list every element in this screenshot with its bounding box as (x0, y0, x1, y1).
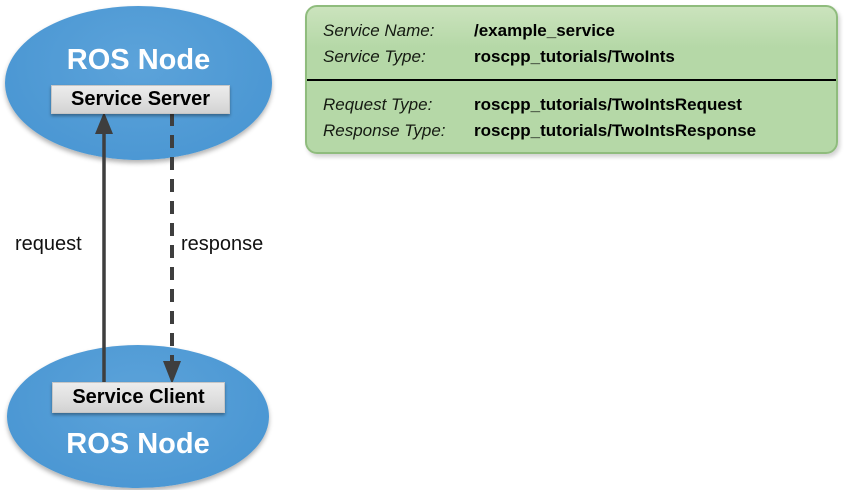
request-type-value: roscpp_tutorials/TwoIntsRequest (474, 95, 742, 114)
service-type-value: roscpp_tutorials/TwoInts (474, 47, 675, 66)
service-info-panel: Service Name: /example_service Service T… (305, 5, 838, 154)
service-type-label: Service Type: (323, 47, 426, 66)
service-server-label: Service Server (70, 88, 210, 110)
request-edge-label: request (15, 233, 82, 255)
service-client-box: Service Client (52, 382, 225, 413)
client-node-ellipse: Service Client ROS Node (7, 345, 269, 488)
response-type-label: Response Type: (323, 121, 446, 140)
client-node-title: ROS Node (66, 428, 210, 460)
request-type-row: Request Type: roscpp_tutorials/TwoIntsRe… (323, 92, 822, 118)
response-type-value: roscpp_tutorials/TwoIntsResponse (474, 121, 757, 140)
panel-divider (307, 79, 836, 81)
service-info-section-top: Service Name: /example_service Service T… (307, 7, 836, 79)
service-name-value: /example_service (474, 21, 615, 40)
service-name-row: Service Name: /example_service (323, 18, 822, 44)
server-node-title: ROS Node (66, 44, 211, 76)
request-type-label: Request Type: (323, 95, 433, 114)
service-name-label: Service Name: (323, 21, 435, 40)
service-type-row: Service Type: roscpp_tutorials/TwoInts (323, 44, 822, 70)
service-client-label: Service Client (72, 386, 205, 408)
service-server-box: Service Server (51, 85, 230, 114)
service-info-section-bottom: Request Type: roscpp_tutorials/TwoIntsRe… (307, 81, 836, 153)
server-node-ellipse: ROS Node Service Server (5, 6, 272, 160)
response-type-row: Response Type: roscpp_tutorials/TwoIntsR… (323, 118, 822, 144)
response-edge-label: response (181, 233, 264, 255)
